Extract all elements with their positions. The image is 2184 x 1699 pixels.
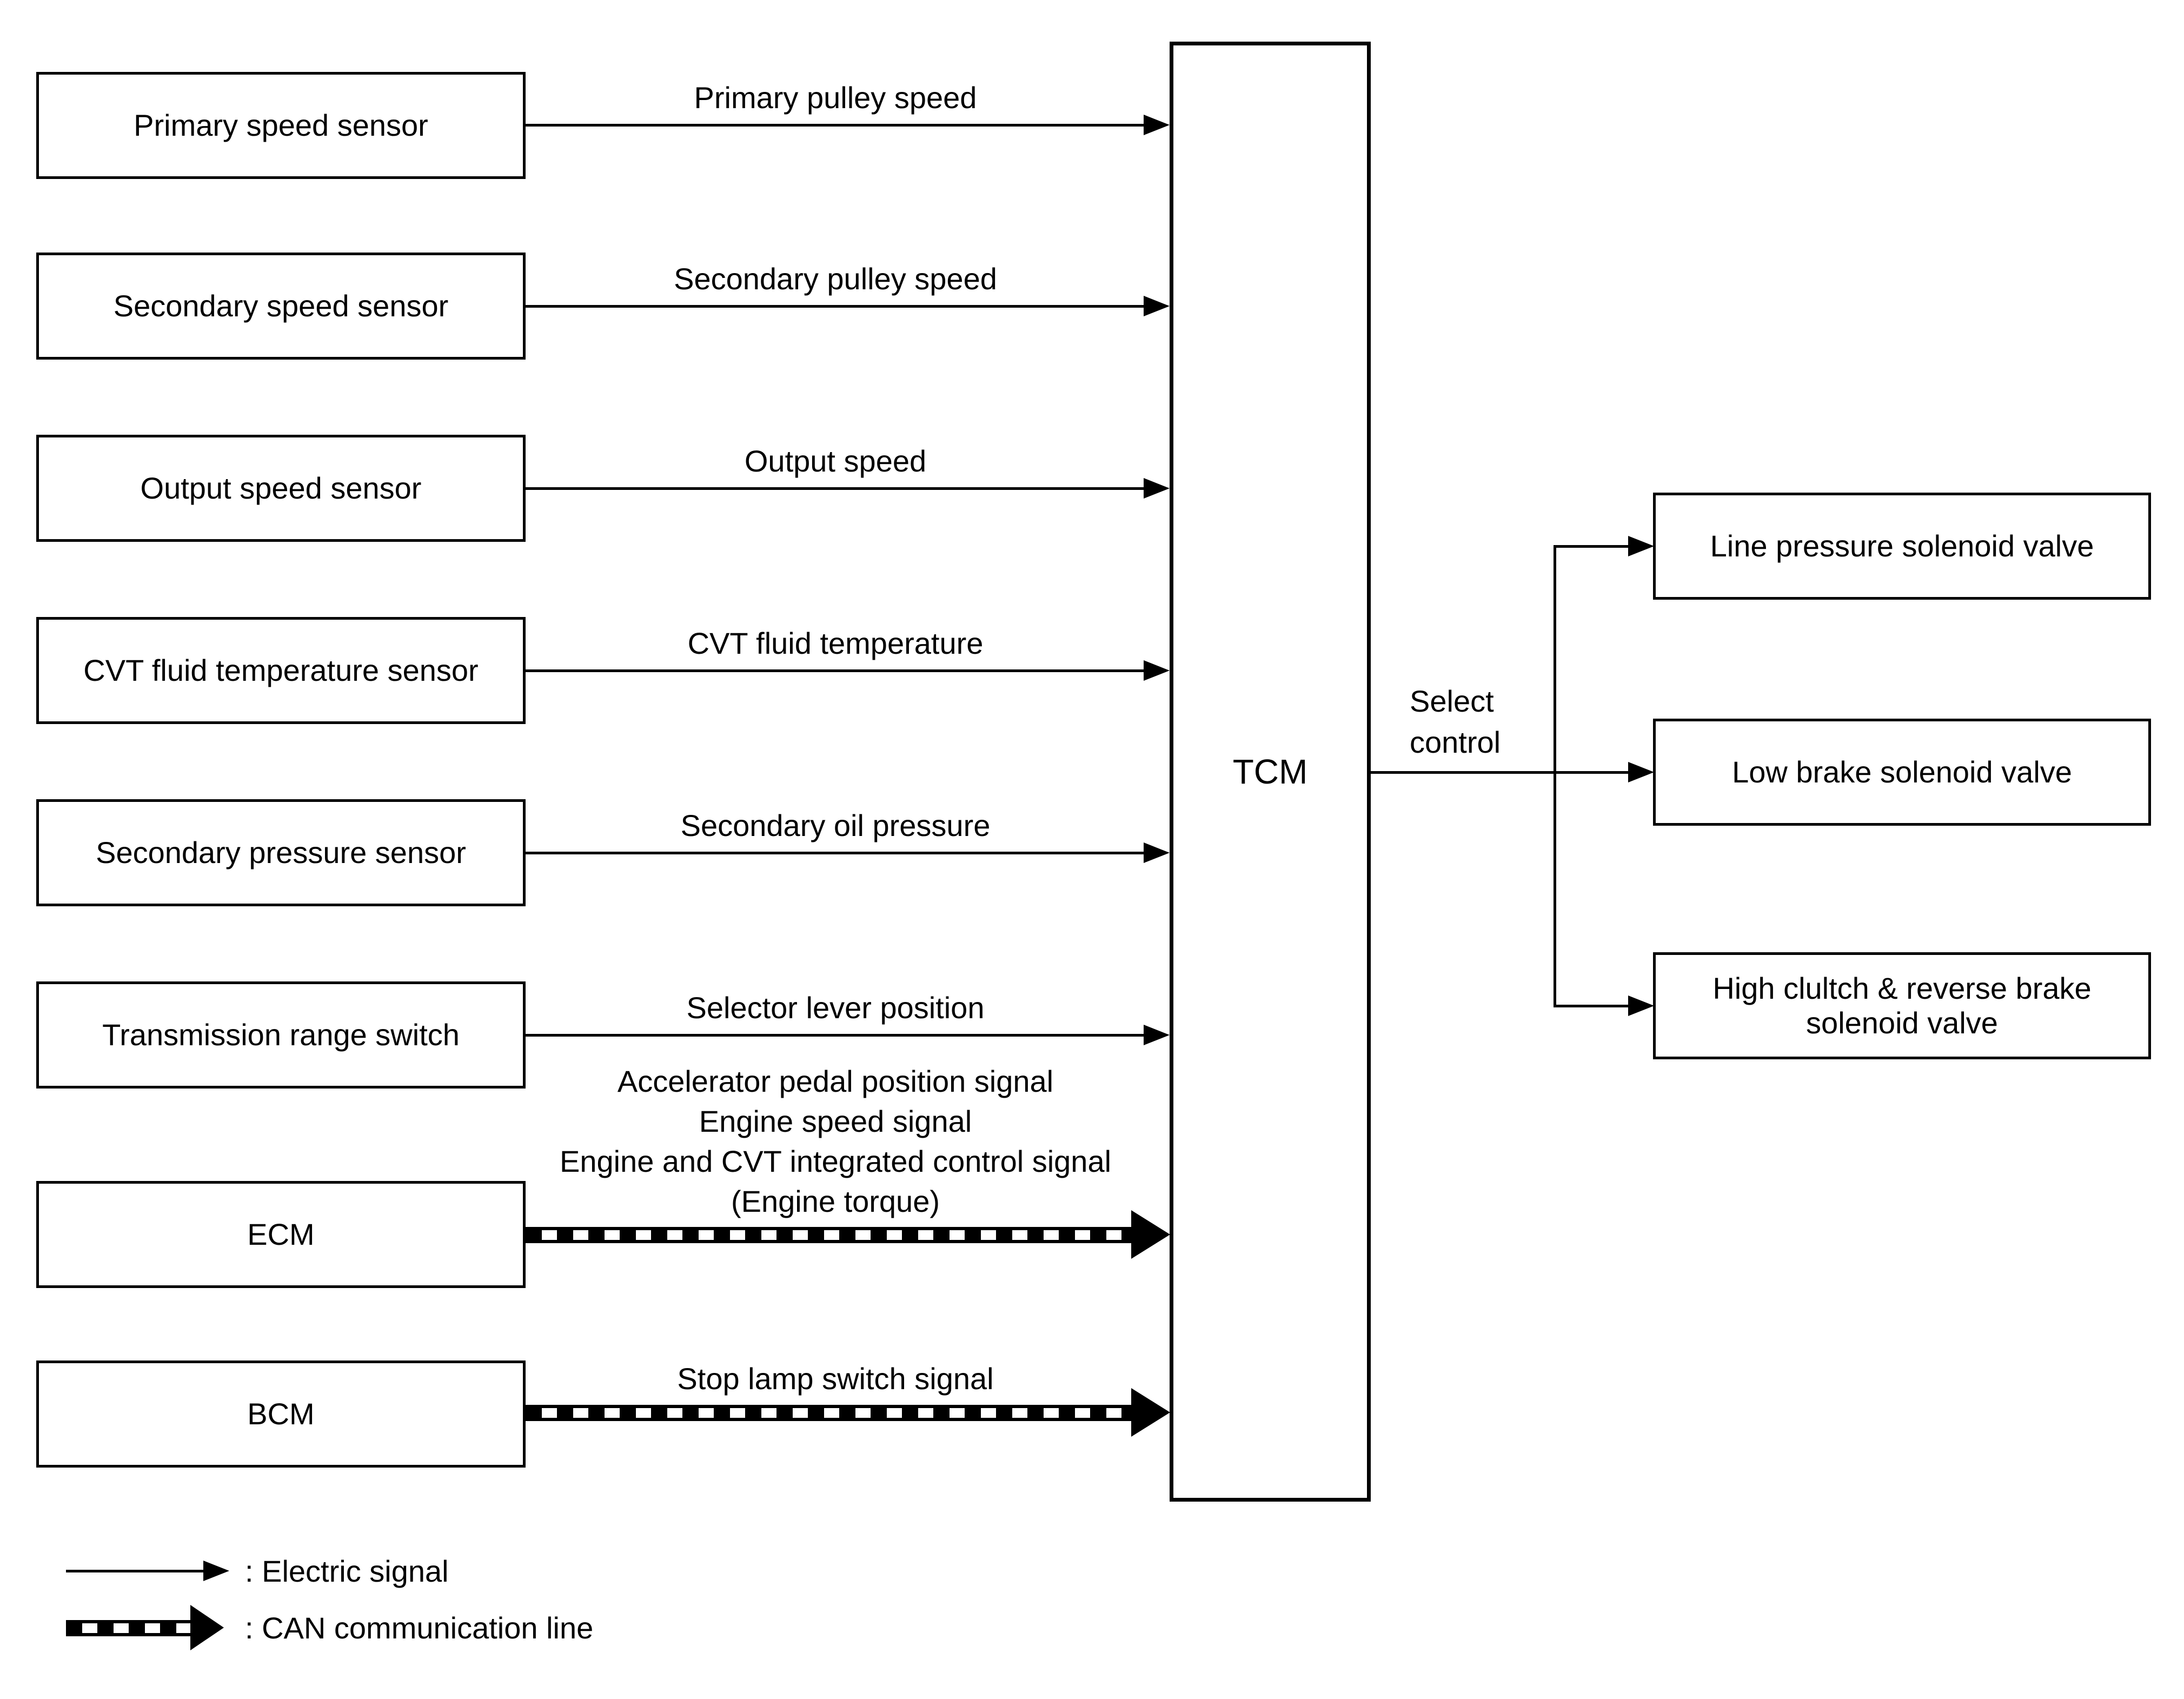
select-control-label: Select control	[1410, 681, 1691, 763]
box-label: CVT fluid temperature sensor	[83, 653, 479, 687]
can-arrowhead-icon	[190, 1605, 224, 1650]
legend-electric-signal-label: : Electric signal	[245, 1554, 449, 1588]
box-label: Low brake solenoid valve	[1732, 755, 2072, 789]
box-transmission-range-switch: Transmission range switch	[36, 981, 526, 1089]
signal-label-cvt-fluid-temperature: CVT fluid temperature	[687, 626, 984, 660]
arrowhead-right-icon	[1628, 995, 1654, 1016]
signal-label-secondary-pulley-speed: Secondary pulley speed	[674, 262, 997, 296]
box-cvt-fluid-temperature-sensor: CVT fluid temperature sensor	[36, 617, 526, 724]
arrowhead-right-icon	[1144, 296, 1170, 316]
ecm-signal-line-1: Accelerator pedal position signal	[617, 1064, 1054, 1098]
branch-line-bottom	[1554, 1005, 1630, 1007]
box-label: Primary speed sensor	[134, 108, 428, 142]
box-label: High clultch & reverse brake solenoid va…	[1712, 971, 2092, 1040]
arrowhead-right-icon	[1628, 536, 1654, 556]
arrowhead-right-icon	[1628, 762, 1654, 782]
box-label: Secondary pressure sensor	[96, 835, 466, 870]
box-label: Line pressure solenoid valve	[1710, 529, 2094, 563]
ecm-signal-line-2: Engine speed signal	[699, 1104, 972, 1138]
signal-label-selector-lever-position: Selector lever position	[686, 991, 985, 1025]
can-line-bcm	[526, 1405, 1131, 1421]
arrowhead-right-icon	[1144, 1025, 1170, 1045]
box-line-pressure-solenoid-valve: Line pressure solenoid valve	[1653, 493, 2151, 600]
box-label: BCM	[247, 1397, 315, 1431]
can-arrowhead-icon	[1131, 1388, 1170, 1437]
can-arrowhead-icon	[1131, 1210, 1170, 1259]
box-primary-speed-sensor: Primary speed sensor	[36, 72, 526, 179]
arrowhead-right-icon	[1144, 478, 1170, 499]
arrowhead-right-icon	[203, 1561, 229, 1581]
branch-line-top	[1554, 545, 1630, 548]
tcm-label: TCM	[1232, 752, 1308, 791]
box-low-brake-solenoid-valve: Low brake solenoid valve	[1653, 719, 2151, 826]
electric-signal-line	[526, 487, 1147, 490]
legend-can-line	[66, 1620, 190, 1636]
ecm-signal-line-3: Engine and CVT integrated control signal	[559, 1144, 1112, 1178]
box-label: Secondary speed sensor	[113, 289, 449, 323]
legend-can-communication-label: : CAN communication line	[245, 1610, 594, 1645]
signal-label-stop-lamp-switch: Stop lamp switch signal	[677, 1362, 994, 1396]
select-control-line-2: control	[1410, 725, 1501, 759]
electric-signal-line	[526, 852, 1147, 854]
box-tcm: TCM	[1170, 42, 1371, 1502]
arrowhead-right-icon	[1144, 842, 1170, 863]
box-high-clutch-reverse-brake-solenoid-valve: High clultch & reverse brake solenoid va…	[1653, 952, 2151, 1059]
arrowhead-right-icon	[1144, 115, 1170, 135]
select-control-line-main	[1370, 771, 1630, 774]
signal-label-primary-pulley-speed: Primary pulley speed	[694, 81, 977, 115]
legend-electric-line	[66, 1570, 204, 1572]
box-ecm: ECM	[36, 1181, 526, 1288]
electric-signal-line	[526, 124, 1147, 127]
box-label: Output speed sensor	[140, 471, 422, 505]
electric-signal-line	[526, 305, 1147, 308]
box-secondary-pressure-sensor: Secondary pressure sensor	[36, 799, 526, 906]
box-output-speed-sensor: Output speed sensor	[36, 435, 526, 542]
arrowhead-right-icon	[1144, 660, 1170, 681]
branch-vertical-line	[1554, 545, 1556, 1007]
signal-label-output-speed: Output speed	[744, 444, 927, 478]
box-bcm: BCM	[36, 1360, 526, 1468]
signal-label-secondary-oil-pressure: Secondary oil pressure	[680, 808, 991, 842]
can-line-ecm	[526, 1227, 1131, 1243]
electric-signal-line	[526, 669, 1147, 672]
box-secondary-speed-sensor: Secondary speed sensor	[36, 253, 526, 360]
ecm-can-signal-lines: Accelerator pedal position signal Engine…	[500, 1061, 1171, 1222]
ecm-signal-line-4: (Engine torque)	[731, 1184, 940, 1218]
select-control-line-1: Select	[1410, 684, 1494, 718]
box-label: Transmission range switch	[102, 1018, 460, 1052]
electric-signal-line	[526, 1034, 1147, 1037]
box-label: ECM	[247, 1217, 315, 1251]
